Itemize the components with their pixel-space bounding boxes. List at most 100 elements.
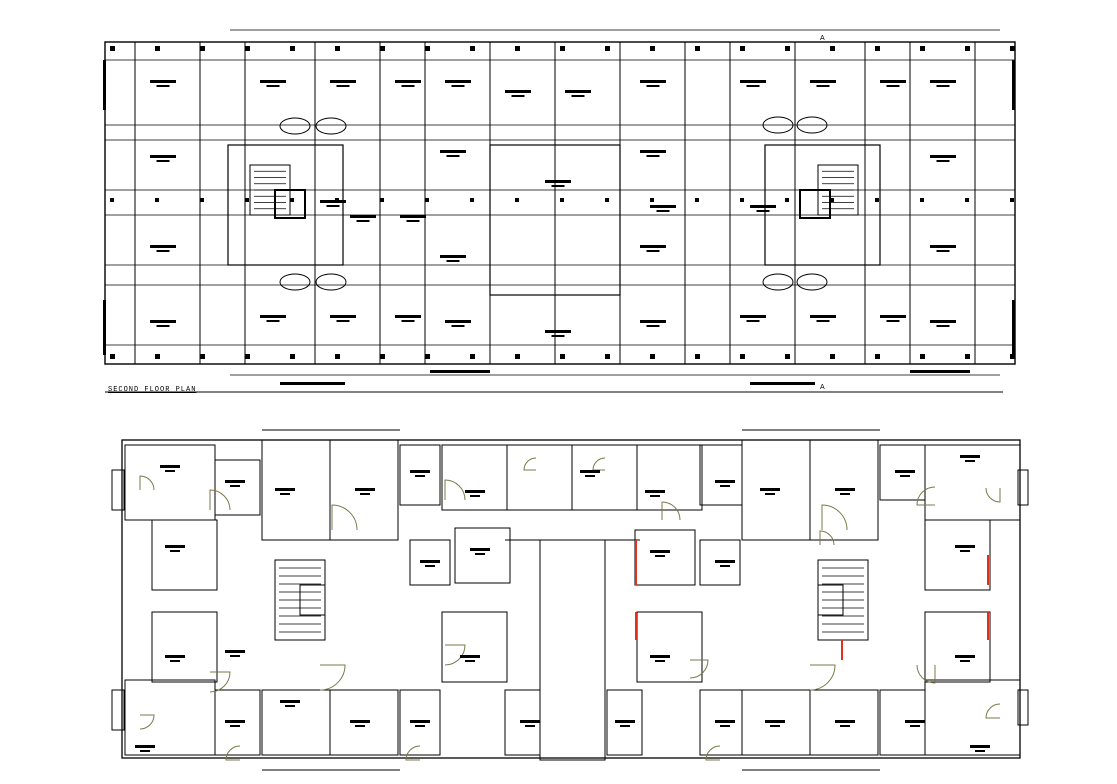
room-label-mark [230,725,240,727]
column [290,46,295,51]
column [560,354,565,359]
room-label-mark [446,260,460,262]
column [605,354,610,359]
room-label-mark [160,465,180,468]
room-label-mark [880,80,906,83]
room-label-mark [445,320,471,323]
room [261,439,331,541]
room [699,444,743,506]
door-swing [916,486,936,506]
column [785,354,790,359]
room-label-mark [401,85,415,87]
room-tag-ellipse [796,116,828,134]
room-label-mark [465,660,475,662]
room-label-mark [970,745,990,748]
column [875,354,880,359]
room-label-mark [565,90,591,93]
room-label-mark [936,325,950,327]
balcony-rail [1012,300,1015,355]
room-label-mark [765,720,785,723]
balcony-rail [103,300,106,355]
right-lift [799,189,831,219]
room-label-mark [640,80,666,83]
room [606,689,643,756]
column [470,354,475,359]
room-label-mark [585,475,595,477]
column [245,46,250,51]
room-label-mark [446,155,460,157]
door-swing [592,457,606,471]
left-balcony [111,689,125,731]
column [290,198,294,202]
column [200,46,205,51]
room-label-mark [835,720,855,723]
room-label-mark [765,493,775,495]
column [335,46,340,51]
column [740,198,744,202]
room-label-mark [965,460,975,462]
door-swing [209,671,231,693]
room [409,539,451,586]
room-label-mark [650,495,660,497]
left-lift [299,584,326,616]
column [1010,198,1014,202]
room [151,611,218,683]
column [335,354,340,359]
door-swing [985,487,1001,503]
column [425,46,430,51]
dimension-bar [910,370,970,373]
room-label-mark [936,85,950,87]
room-label-mark [816,320,830,322]
column [245,198,249,202]
room-label-mark [401,320,415,322]
column [110,354,115,359]
column [425,198,429,202]
column [515,198,519,202]
room [571,444,638,511]
room-label-mark [545,330,571,333]
room-label-mark [156,160,170,162]
left-lift [274,189,306,219]
room-label-mark [650,655,670,658]
door-swing [405,745,421,761]
column [200,198,204,202]
room [441,611,508,683]
room [924,519,991,591]
room-label-mark [165,470,175,472]
column [650,354,655,359]
door-swing [225,745,241,761]
room-label-mark [835,488,855,491]
room [214,459,261,516]
room-label-mark [165,655,185,658]
room-label-mark [760,488,780,491]
room-label-mark [410,720,430,723]
room-label-mark [420,560,440,563]
door-swing [916,664,936,684]
door-swing [444,479,466,501]
room-label-mark [395,315,421,318]
room-label-mark [650,205,676,208]
room-label-mark [505,90,531,93]
dimension-bar [280,382,345,385]
room-label-mark [440,255,466,258]
column [695,198,699,202]
column [245,354,250,359]
room-label-mark [886,85,900,87]
column [200,354,205,359]
room-label-mark [225,720,245,723]
column [1010,46,1015,51]
room-label-mark [475,553,485,555]
room [329,439,399,541]
room [214,689,261,756]
room-label-mark [150,155,176,158]
right-core [764,144,881,266]
room-label-mark [740,315,766,318]
column [515,354,520,359]
room-label-mark [645,490,665,493]
room-label-mark [440,150,466,153]
room-label-mark [936,250,950,252]
section-marker-top: A [820,35,825,42]
column [695,46,700,51]
room-label-mark [646,250,660,252]
room-label-mark [280,493,290,495]
